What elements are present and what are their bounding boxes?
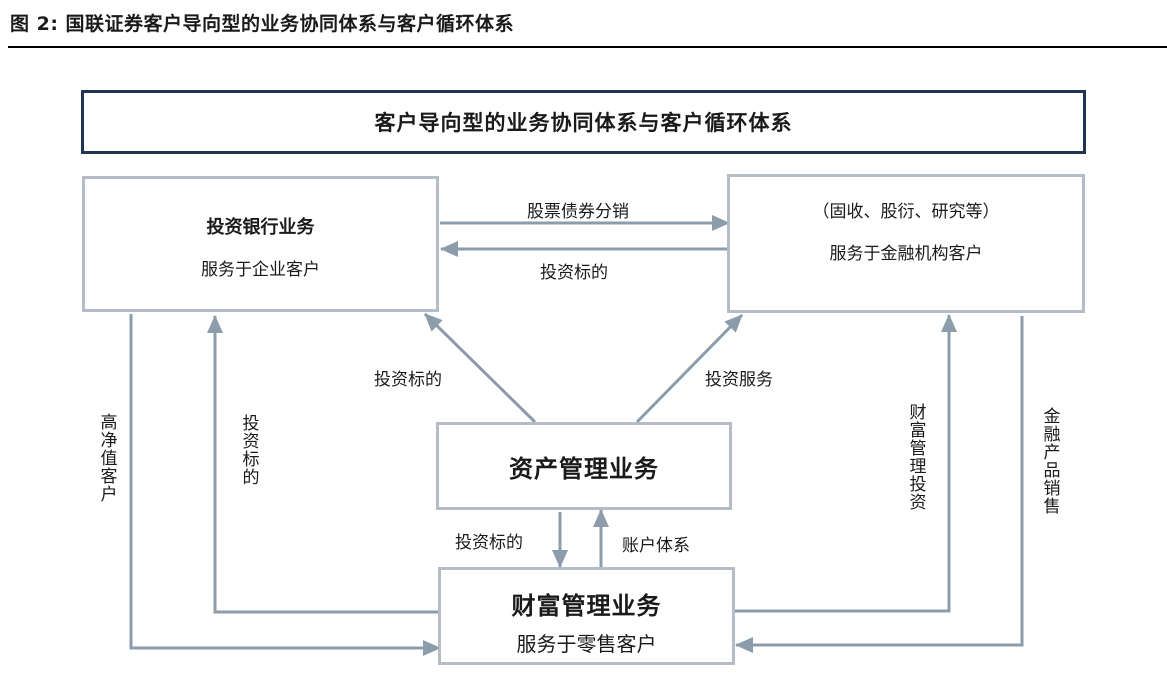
edge-label-inst-to-wm: 金融产品销售 [1043,407,1061,517]
investment-banking-title: 投资银行业务 [206,217,315,238]
edge-label-ib-to-inst: 股票债券分销 [527,202,629,222]
banner-title: 客户导向型的业务协同体系与客户循环体系 [374,110,793,135]
edge-label-ib-to-wm: 高净值客户 [100,413,118,505]
figure-title: 图 2: 国联证券客户导向型的业务协同体系与客户循环体系 [10,13,515,35]
wealth-management-subtitle: 服务于零售客户 [516,632,657,656]
arrow-ib-to-wm [129,314,441,656]
institutional-title: （固收、股衍、研究等） [812,202,1000,222]
edge-label-am-to-wm: 投资标的 [455,533,523,553]
wealth-management-title: 财富管理业务 [511,591,662,620]
investment-banking-box: 投资银行业务 服务于企业客户 [82,176,439,312]
edge-label-am-to-ib: 投资标的 [374,370,442,390]
edge-label-inst-to-ib: 投资标的 [540,263,608,283]
arrow-wm-to-inst [735,314,957,613]
edge-label-wm-to-ib: 投资标的 [242,414,260,488]
title-divider [8,46,1167,48]
investment-banking-subtitle: 服务于企业客户 [201,260,320,280]
arrow-wm-to-ib [207,315,438,614]
institutional-subtitle: 服务于金融机构客户 [829,244,983,264]
edge-label-wm-to-am: 账户体系 [622,536,690,556]
arrow-inst-to-wm [735,316,1024,653]
wealth-management-box: 财富管理业务 服务于零售客户 [438,567,735,665]
arrow-am-to-ib [423,312,537,424]
edge-label-wm-to-inst: 财富管理投资 [909,403,927,513]
arrow-am-to-inst [635,313,744,424]
institutional-business-box: （固收、股衍、研究等） 服务于金融机构客户 [727,174,1085,313]
header-banner: 客户导向型的业务协同体系与客户循环体系 [81,90,1086,154]
asset-management-box: 资产管理业务 [436,422,732,510]
asset-management-title: 资产管理业务 [509,453,659,483]
edge-label-am-to-inst: 投资服务 [705,370,773,390]
